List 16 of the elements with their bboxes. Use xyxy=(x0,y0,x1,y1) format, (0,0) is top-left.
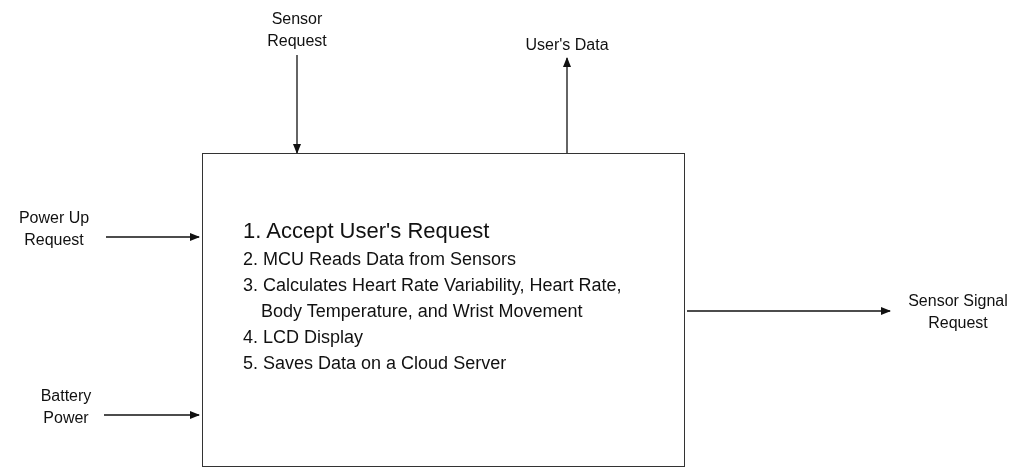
io-label: Sensor Signal Request xyxy=(893,290,1023,334)
arrow xyxy=(105,233,200,241)
step-text: 2. MCU Reads Data from Sensors xyxy=(243,248,518,271)
io-label: Battery Power xyxy=(30,385,102,429)
arrow xyxy=(563,57,571,154)
step-text: 5. Saves Data on a Cloud Server xyxy=(243,352,508,375)
arrow xyxy=(103,411,200,419)
io-label: Power Up Request xyxy=(4,207,104,251)
io-label: User's Data xyxy=(500,34,634,56)
arrow xyxy=(293,54,301,154)
process-box xyxy=(202,153,685,467)
arrow xyxy=(686,307,891,315)
step-text: 3. Calculates Heart Rate Variability, Heart Rate, Body Temperature, and Wrist Movement xyxy=(243,274,623,323)
step-text: 1. Accept User's Request xyxy=(243,217,491,245)
io-label: Sensor Request xyxy=(252,8,342,52)
step-text: 4. LCD Display xyxy=(243,326,365,349)
